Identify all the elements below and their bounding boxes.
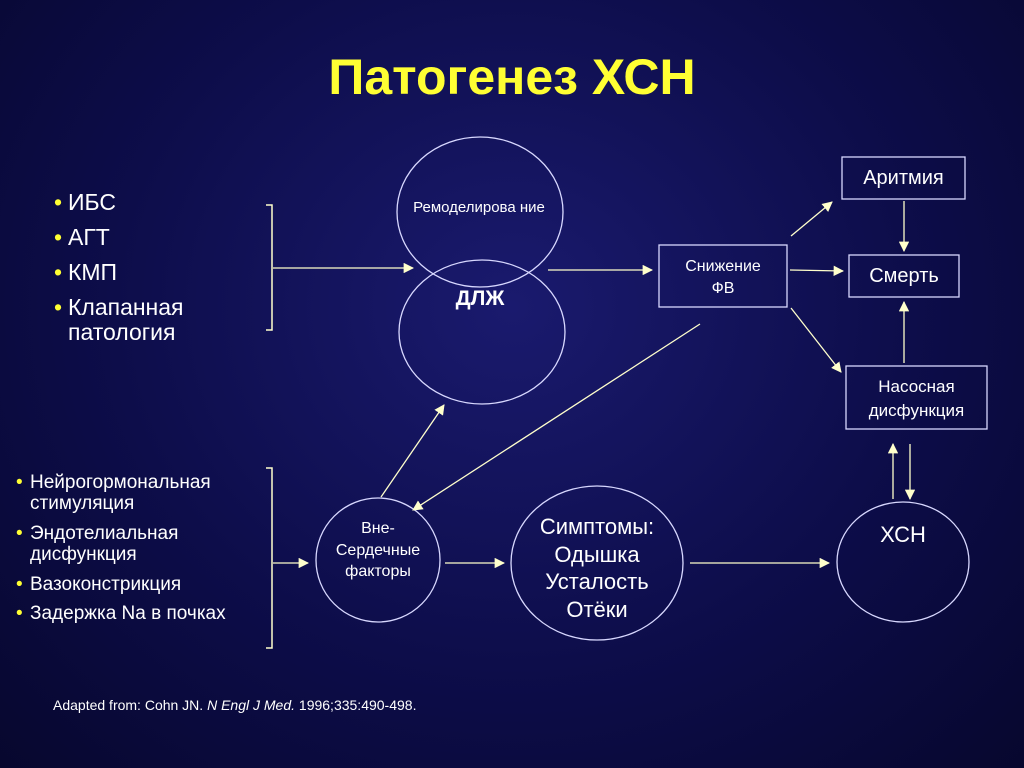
arrhythmia-label: Аритмия xyxy=(863,167,944,189)
bullet-icon: • xyxy=(16,472,23,493)
factors-list: • Нейрогормональная стимуляция • Эндотелиа… xyxy=(16,472,266,634)
list-item-text: Клапанная патология xyxy=(68,294,184,345)
arrow-fv-to-pump xyxy=(790,307,842,373)
symptoms-circle xyxy=(510,485,684,641)
symptoms-line2: Одышка xyxy=(554,541,640,567)
list-item: •КМП xyxy=(54,260,254,284)
hf-label: ХСН xyxy=(880,522,926,547)
bullet-icon: • xyxy=(16,522,23,544)
pump-label-line1: Насосная xyxy=(878,377,955,396)
fv-label: Снижение ФВ xyxy=(659,256,787,301)
list-item-text: ИБС xyxy=(68,189,116,215)
bullet-icon: • xyxy=(16,603,23,625)
causes-list: •ИБС •АГТ •КМП •Клапанная патология xyxy=(54,190,254,355)
bracket-bottom xyxy=(266,467,273,649)
fv-label-line2: ФВ xyxy=(711,280,735,298)
hf-circle xyxy=(836,501,970,623)
extra-factors-label: Вне- Сердечные факторы xyxy=(318,518,438,583)
bullet-icon: • xyxy=(54,224,63,251)
fv-box xyxy=(658,244,788,308)
citation-suffix: 1996;335:490-498. xyxy=(295,697,417,713)
death-box xyxy=(848,254,960,298)
remodeling-ellipse xyxy=(396,136,564,288)
list-item-text: Задержка Na в почках xyxy=(30,603,226,625)
death-label: Смерть xyxy=(869,265,939,287)
dlzh-label: ДЛЖ xyxy=(455,287,505,310)
list-item: • Вазоконстрикция xyxy=(16,573,266,596)
extra-label-line2: Сердечные xyxy=(335,541,421,559)
list-item: • Задержка Na в почках xyxy=(16,604,266,625)
dlzh-ellipse xyxy=(398,259,566,405)
citation: Adapted from: Cohn JN. N Engl J Med. 199… xyxy=(53,697,416,713)
fv-label-line1: Снижение xyxy=(685,258,761,275)
arrow-fv-to-extra xyxy=(412,323,701,511)
bullet-icon: • xyxy=(54,259,63,286)
list-item-text: Эндотелиальная дисфункция xyxy=(30,522,179,565)
pump-box xyxy=(845,365,988,430)
pump-label: Насосная дисфункция xyxy=(846,375,987,423)
list-item: •Клапанная патология xyxy=(54,295,254,343)
symptoms-line4: Отёки xyxy=(566,596,628,622)
arrow-fv-to-death xyxy=(789,265,845,277)
list-item-text: АГТ xyxy=(68,224,110,251)
arrhythmia-box xyxy=(841,156,966,200)
list-item-text: Вазоконстрикция xyxy=(30,573,182,595)
list-item: •ИБС xyxy=(54,190,254,214)
bullet-icon: • xyxy=(54,189,63,215)
symptoms-label: Симптомы: Одышка Усталость Отёки xyxy=(517,513,677,623)
pump-label-line2: дисфункция xyxy=(868,400,965,420)
page-title: Патогенез ХСН xyxy=(328,49,696,105)
bracket-top xyxy=(266,204,273,331)
bullet-icon: • xyxy=(16,573,23,595)
remodeling-label: Ремоделирова ние xyxy=(413,199,545,216)
arrow-fv-to-arrhythmia xyxy=(790,201,833,237)
list-item: • Эндотелиальная дисфункция xyxy=(16,522,266,566)
list-item-text: КМП xyxy=(68,259,118,286)
list-item: • Нейрогормональная стимуляция xyxy=(16,472,266,515)
arrow-extra-to-dlzh xyxy=(380,404,445,498)
symptoms-line3: Усталость xyxy=(545,569,649,594)
citation-journal: N Engl J Med. xyxy=(207,697,296,713)
citation-prefix: Adapted from: Cohn JN. xyxy=(53,697,208,713)
symptoms-line1: Симптомы: xyxy=(539,514,655,539)
list-item-text: Нейрогормональная стимуляция xyxy=(30,472,211,514)
bullet-icon: • xyxy=(54,294,63,321)
list-item: •АГТ xyxy=(54,225,254,249)
extra-label-line3: факторы xyxy=(345,563,411,581)
extra-factors-circle xyxy=(315,497,441,623)
extra-label-line1: Вне- xyxy=(361,520,395,537)
